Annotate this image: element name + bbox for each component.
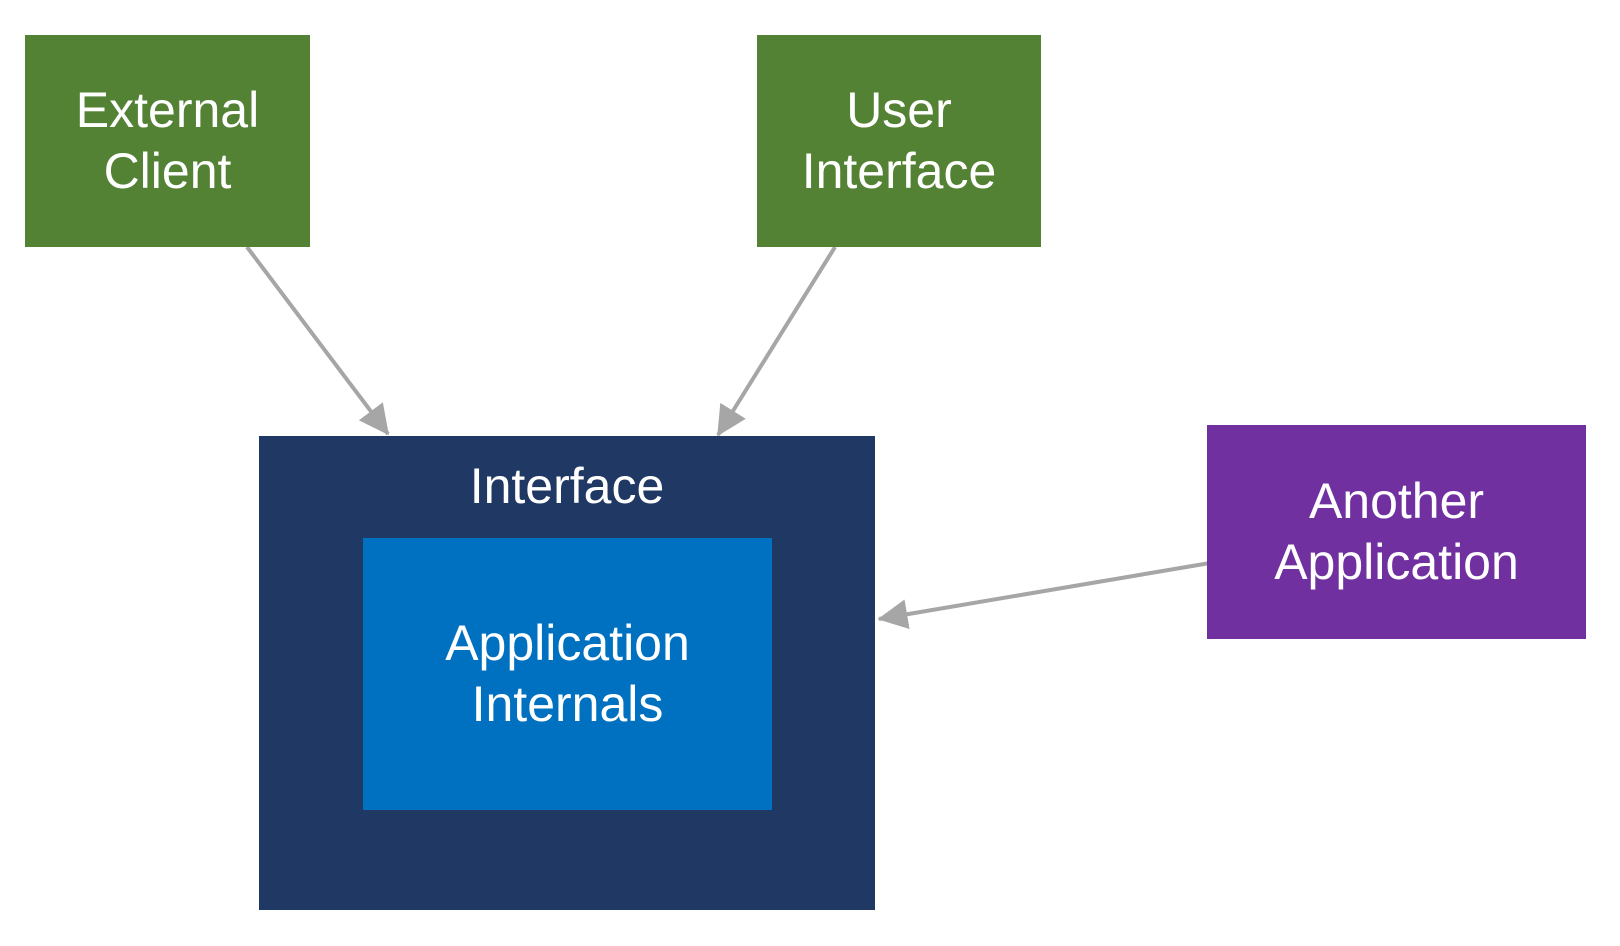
node-another-application-label-line2: Application — [1274, 534, 1519, 590]
node-interface-label: Interface — [469, 458, 665, 514]
node-application-internals-label-line1: Application — [445, 615, 690, 671]
node-external-client-label-line2: Client — [103, 143, 232, 199]
connector-external-client-to-interface — [245, 245, 390, 436]
node-user-interface-label-line1: User — [846, 82, 952, 138]
node-user-interface-label-line2: Interface — [801, 143, 997, 199]
node-external-client-label-line1: External — [75, 82, 260, 138]
node-application-internals: Application Internals — [363, 538, 772, 810]
node-another-application: Another Application — [1207, 425, 1586, 639]
connector-user-interface-to-interface — [716, 245, 837, 437]
node-interface: Interface Application Internals — [259, 436, 875, 910]
node-user-interface: User Interface — [757, 35, 1041, 247]
connector-another-application-to-interface — [877, 561, 1211, 630]
node-external-client: External Client — [25, 35, 310, 247]
node-another-application-label-line1: Another — [1308, 473, 1485, 529]
node-application-internals-label-line2: Internals — [471, 676, 664, 732]
